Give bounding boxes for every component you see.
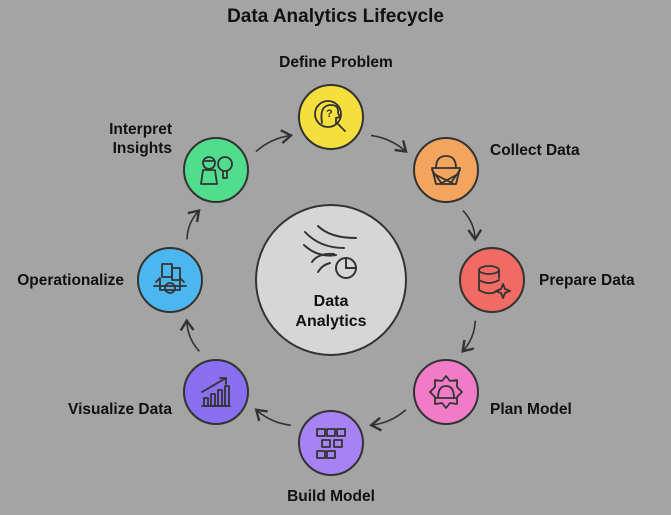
- step-node: [298, 410, 364, 476]
- step-circle: [183, 359, 249, 425]
- step-node: [183, 137, 249, 203]
- step-node: [413, 137, 479, 203]
- gear-helmet-icon: [429, 375, 463, 409]
- cycle-arrow: [369, 409, 407, 432]
- step-label: Prepare Data: [539, 272, 635, 289]
- step-label: Collect Data: [490, 142, 580, 159]
- step-label: Interpret Insights: [109, 121, 172, 157]
- flowchart-icon: [316, 428, 346, 459]
- svg-text:?: ?: [326, 108, 333, 120]
- analytics-flow-icon: [303, 225, 357, 279]
- center-node: [255, 204, 407, 356]
- center-label-line2: Analytics: [295, 313, 367, 330]
- head-question-magnifier-icon: ?: [314, 100, 346, 132]
- person-lightbulb-icon: [200, 156, 233, 185]
- step-circle: [413, 359, 479, 425]
- step-node: [137, 247, 203, 313]
- gear-document-icon: [153, 263, 187, 294]
- cycle-arrow: [461, 320, 477, 353]
- step-circle: [413, 137, 479, 203]
- step-label: Define Problem: [279, 54, 393, 71]
- basket-icon: [431, 155, 461, 185]
- cycle-arrow: [254, 408, 291, 426]
- cycle-arrow: [186, 209, 201, 240]
- cycle-arrow: [370, 134, 408, 154]
- bar-chart-trend-icon: [201, 377, 231, 407]
- step-circle: [459, 247, 525, 313]
- step-label: Build Model: [287, 488, 375, 505]
- step-node: [413, 359, 479, 425]
- step-circle: [183, 137, 249, 203]
- database-sparkle-icon: [478, 265, 511, 299]
- center-label-line1: Data: [313, 293, 349, 310]
- step-label: Visualize Data: [68, 401, 172, 418]
- step-circle: [137, 247, 203, 313]
- center-label: Data Analytics: [256, 292, 406, 332]
- step-label: Plan Model: [490, 401, 572, 418]
- step-node: ?: [298, 84, 364, 150]
- step-label: Operationalize: [17, 272, 124, 289]
- step-circle: [298, 84, 364, 150]
- cycle-arrow: [462, 210, 483, 242]
- step-node: [183, 359, 249, 425]
- cycle-arrow: [179, 318, 200, 352]
- cycle-arrow: [255, 129, 294, 153]
- step-circle: [298, 410, 364, 476]
- step-node: [459, 247, 525, 313]
- diagram-title: Data Analytics Lifecycle: [227, 6, 444, 27]
